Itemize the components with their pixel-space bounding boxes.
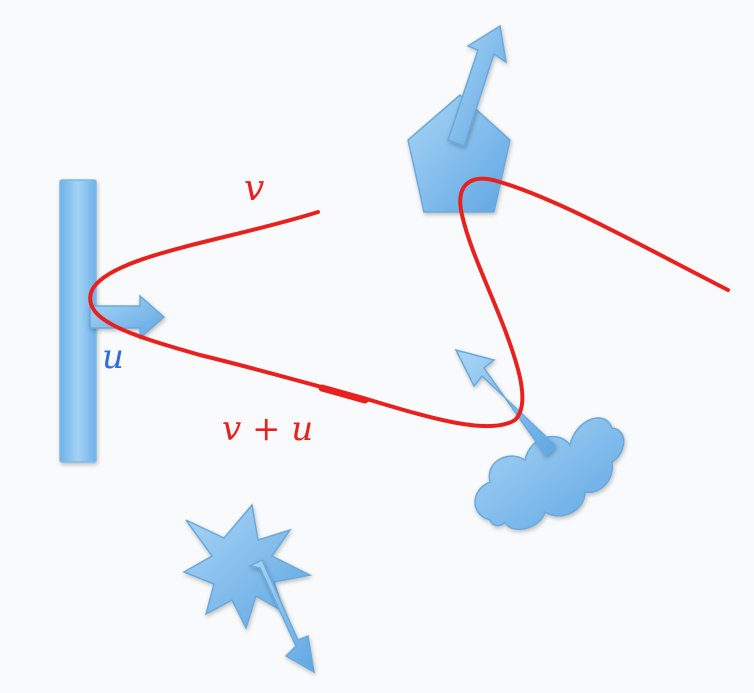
- star-arrow-icon: [247, 558, 315, 674]
- cloud-shape: [474, 417, 625, 531]
- cloud-arrow-icon: [454, 348, 558, 458]
- label-v: v: [244, 168, 264, 209]
- trajectory-path: [88, 176, 730, 429]
- pentagon-shape: [407, 93, 511, 213]
- label-u: u: [102, 337, 124, 377]
- u-arrow-icon: [89, 294, 166, 340]
- pentagon-arrow-icon: [447, 24, 508, 147]
- star-burst-shape: [182, 503, 313, 630]
- label-v-plus-u: v + u: [222, 409, 313, 449]
- trajectory-marker: [318, 384, 369, 404]
